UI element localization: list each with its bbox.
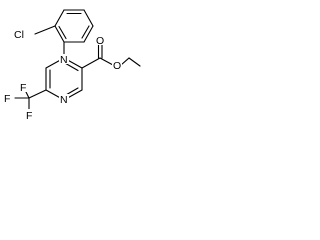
atom-label-o-carbonyl: O [96, 35, 104, 47]
chemical-structure-diagram: Cl N N O O F F F [2, 9, 141, 122]
ethyl-ester-group [81, 44, 141, 69]
ring-inner-double-bond [81, 25, 90, 39]
atom-label-o-ester: O [113, 60, 121, 72]
atom-labels: Cl N N O O F F F [2, 28, 122, 122]
ring-to-cf3-bond [28, 89, 47, 99]
ring-bond [54, 9, 65, 27]
chlorophenyl-ring [54, 9, 94, 43]
ring-bond [83, 9, 94, 27]
atom-label-n-upper: N [60, 54, 68, 66]
ring-bond [54, 25, 65, 43]
ring-inner-double-bond [58, 25, 67, 40]
ring-to-carbonyl-bond [81, 57, 101, 69]
trifluoromethyl-group [14, 89, 47, 110]
carbonyl-to-ester-o-bond [99, 57, 114, 66]
c-f-bond [25, 91, 30, 99]
ch2-to-ch3-bond [128, 57, 141, 67]
ester-o-to-ch2-bond [120, 57, 130, 66]
ring-bond [83, 25, 94, 43]
atom-label-n-lower: N [60, 94, 68, 106]
atom-label-f-mid: F [20, 82, 26, 94]
atom-label-f-bottom: F [26, 110, 32, 122]
atom-label-cl: Cl [14, 29, 24, 41]
c-cl-bond [34, 25, 56, 35]
atom-label-f-left: F [4, 93, 10, 105]
